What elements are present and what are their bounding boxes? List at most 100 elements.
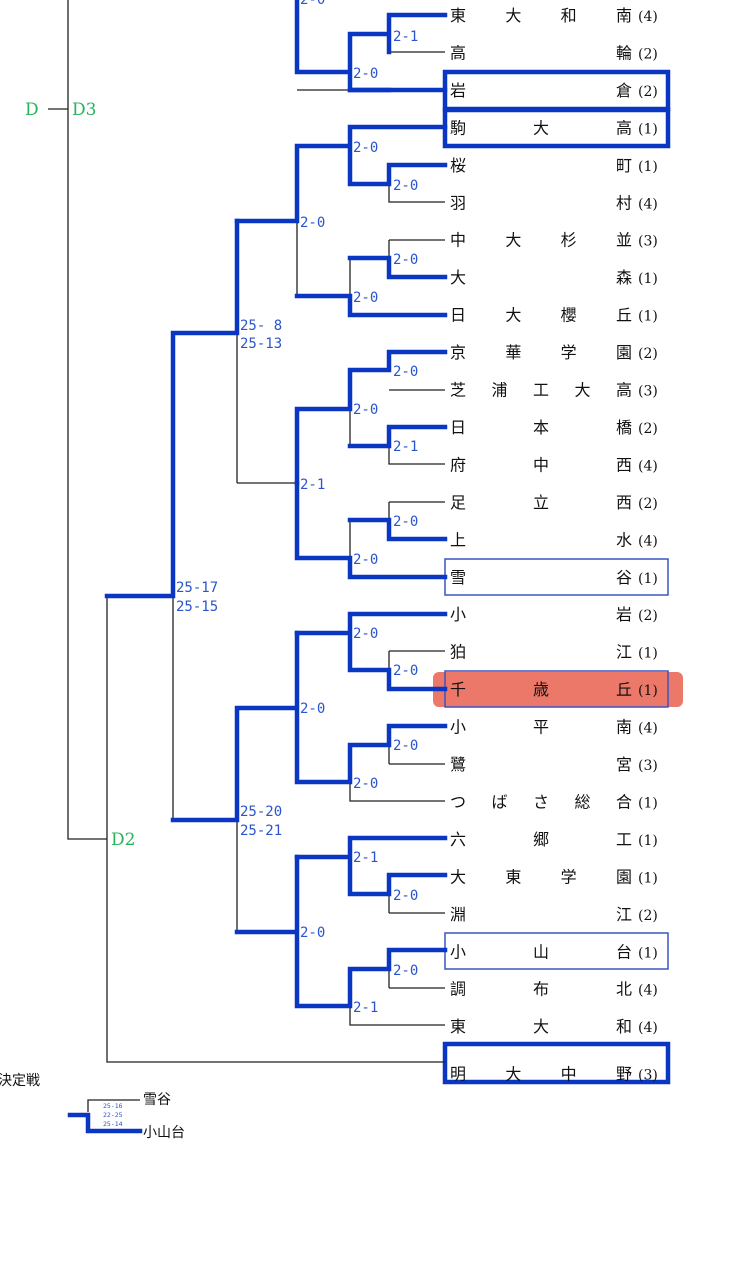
score-m-nichidai: 2-0: [353, 290, 378, 306]
score-m-chitose: 2-0: [393, 663, 418, 679]
label-d2: D2: [111, 830, 135, 850]
team-count: (4): [638, 983, 658, 999]
team-row: 調布北 (4): [450, 980, 658, 999]
team-count: (1): [638, 121, 658, 137]
score-m-r3a: 2-0: [300, 215, 325, 231]
score-r4a-2: 25-13: [240, 336, 282, 352]
team-count: (3): [638, 1068, 658, 1084]
playoff-team-b: 小山台: [143, 1125, 185, 1141]
team-boxes: [442, 69, 671, 1085]
team-count: (4): [638, 9, 658, 25]
highlight-chitose: [433, 672, 683, 707]
team-name: 駒大高: [450, 118, 632, 137]
team-count: (1): [638, 271, 658, 287]
team-count: (2): [638, 908, 658, 924]
team-list: 東大和南 (4) 高輪(2) 岩倉 (2) 駒大高 (1) 桜町 (1) 羽村 (4) 中大杉並(3)…: [450, 6, 658, 1084]
bracket-winner-lines: [67, 0, 448, 1134]
team-count: (1): [638, 870, 658, 886]
team-name: 大東学園: [450, 867, 632, 886]
team-name: 日大櫻丘: [450, 306, 632, 325]
team-name: 日本橋: [450, 418, 632, 437]
playoff-score-1: 25-16: [103, 1102, 123, 1110]
team-name: 東大和: [450, 1017, 632, 1036]
team-count: (1): [638, 945, 658, 961]
team-name: 足立西: [450, 493, 632, 512]
team-name: 小山台: [450, 942, 632, 961]
team-count: (3): [638, 234, 658, 250]
team-count: (1): [638, 795, 658, 811]
team-row: 京華学園(2): [450, 343, 658, 362]
team-row: つばさ総合(1): [450, 792, 658, 811]
score-m-r3d: 2-0: [300, 925, 325, 941]
team-row: 足立西 (2): [450, 493, 658, 512]
score-m-tsubasa: 2-0: [353, 776, 378, 792]
team-row: 日本橋(2): [450, 418, 658, 437]
team-row: 上水(4): [450, 530, 658, 549]
team-count: (2): [638, 46, 658, 62]
score-m-takanawa: 2-0: [353, 66, 378, 82]
score-r5-1: 25-17: [176, 580, 218, 596]
score-m-r3c: 2-0: [300, 701, 325, 717]
team-count: (1): [638, 159, 658, 175]
playoff-title: 決定戦: [0, 1073, 40, 1089]
team-name: 雪谷: [450, 568, 632, 587]
team-name: 羽村: [450, 193, 632, 212]
score-m-jokaku: 2-0: [353, 402, 378, 418]
team-row: 中大杉並(3): [450, 231, 658, 250]
team-row: 羽村 (4): [450, 193, 658, 212]
team-name: 桜町: [450, 156, 632, 175]
team-row: 狛江 (1): [450, 643, 658, 662]
team-count: (4): [638, 721, 658, 737]
team-count: (2): [638, 496, 658, 512]
team-count: (2): [638, 346, 658, 362]
team-count: (4): [638, 458, 658, 474]
team-count: (1): [638, 309, 658, 325]
team-name: 小平南: [450, 718, 632, 737]
team-row: 大東学園 (1): [450, 867, 658, 886]
team-count: (2): [638, 84, 658, 100]
team-row: 小岩(2): [450, 605, 658, 624]
team-name: 東大和南: [450, 6, 632, 25]
team-row: 府中西(4): [450, 455, 658, 474]
team-row: 芝浦工大高 (3): [450, 381, 658, 400]
score-r5-2: 25-15: [176, 599, 218, 615]
team-row: 高輪(2): [450, 43, 658, 62]
team-row: 雪谷 (1): [450, 568, 658, 587]
score-m-komadai: 2-0: [353, 140, 378, 156]
team-count: (4): [638, 196, 658, 212]
score-m-yukigaya: 2-0: [353, 552, 378, 568]
team-count: (4): [638, 1020, 658, 1036]
match-scores: 2-0 2-1 2-0 2-0 2-0 2-0 2-0 2-0 25- 8 25…: [176, 0, 418, 1016]
playoff-score-2: 22-25: [103, 1111, 123, 1119]
score-m-nihonbashi: 2-1: [393, 439, 418, 455]
team-row: 小平南 (4): [450, 718, 658, 737]
team-name: 大森: [450, 268, 632, 287]
team-name: 六郷工: [450, 830, 632, 849]
score-m-omori: 2-0: [393, 252, 418, 268]
team-name: 調布北: [450, 980, 632, 999]
team-count: (1): [638, 646, 658, 662]
playoff-score-3: 25-14: [103, 1120, 123, 1128]
team-row: 東大和 (4): [450, 1017, 658, 1036]
team-row: 小山台 (1): [450, 942, 658, 961]
team-count: (4): [638, 533, 658, 549]
score-m-kodaira: 2-0: [393, 738, 418, 754]
team-name: 鷺宮: [450, 755, 632, 774]
team-name: 小岩: [450, 605, 632, 624]
score-m-rokugo: 2-1: [353, 850, 378, 866]
team-name: 岩倉: [450, 81, 632, 100]
team-name: 狛江: [450, 643, 632, 662]
team-name: 淵江: [450, 905, 632, 924]
team-row: 鷺宮(3): [450, 755, 658, 774]
team-name: 芝浦工大高: [450, 381, 632, 400]
team-row: 日大櫻丘 (1): [450, 306, 658, 325]
playoff-team-a: 雪谷: [143, 1092, 171, 1108]
team-count: (1): [638, 571, 658, 587]
score-m-daito: 2-0: [393, 888, 418, 904]
score-r4b-2: 25-21: [240, 823, 282, 839]
team-count: (3): [638, 384, 658, 400]
team-row: 淵江 (2): [450, 905, 658, 924]
playoff: 25-16 22-25 25-14 雪谷 小山台: [103, 1092, 185, 1141]
team-row: 駒大高 (1): [450, 118, 658, 137]
